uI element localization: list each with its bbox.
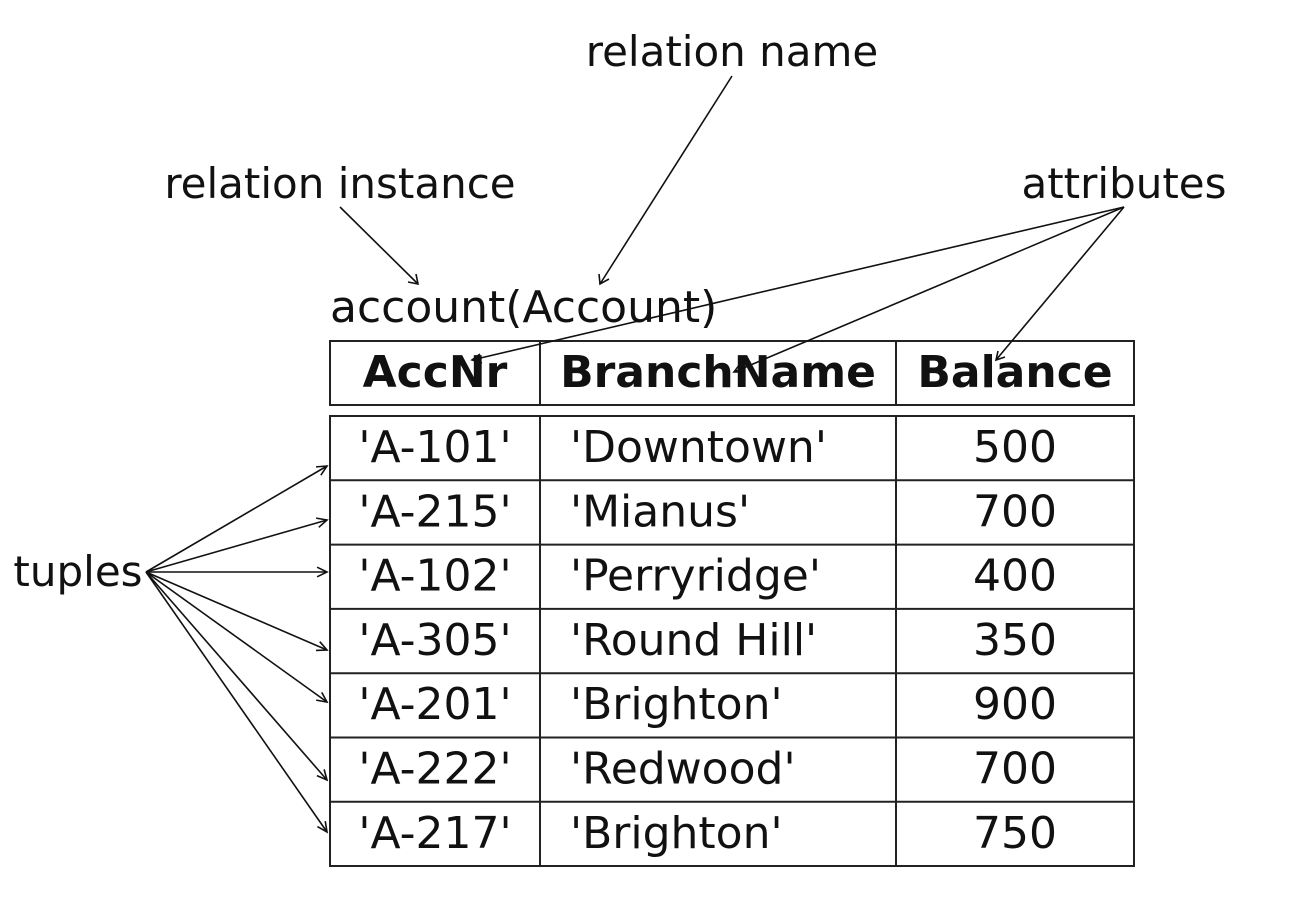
cell-branchname: 'Perryridge' — [570, 551, 821, 602]
attributes-arrowhead-accnr — [470, 353, 483, 364]
tuples-label: tuples — [13, 547, 142, 596]
table-header: AccNr BranchName Balance — [363, 347, 1113, 398]
cell-branchname: 'Redwood' — [570, 744, 796, 795]
cell-branchname: 'Downtown' — [570, 422, 827, 473]
attributes-arrow-balance — [995, 206, 1125, 361]
tuple-arrow — [145, 519, 328, 573]
table-row: 'A-222' 'Redwood' 700 — [358, 744, 1057, 795]
tuple-arrow — [145, 571, 328, 651]
table-row: 'A-201' 'Brighton' 900 — [358, 679, 1057, 730]
tuple-arrow — [145, 571, 328, 833]
cell-branchname: 'Round Hill' — [570, 615, 817, 666]
cell-branchname: 'Mianus' — [570, 486, 750, 537]
cell-balance: 400 — [973, 551, 1057, 602]
header-branchname: BranchName — [560, 347, 876, 398]
tuple-arrow — [145, 465, 328, 573]
relation-name-arrowhead — [598, 273, 610, 286]
cell-accnr: 'A-215' — [358, 486, 511, 537]
cell-balance: 900 — [973, 679, 1057, 730]
tuple-arrowhead — [316, 517, 329, 528]
body-grid — [329, 415, 1135, 867]
body-frame — [329, 415, 1135, 867]
tuple-arrowhead — [317, 821, 329, 834]
attributes-label: attributes — [1021, 159, 1226, 208]
relation-instance-arrow — [339, 206, 419, 285]
cell-branchname: 'Brighton' — [570, 808, 783, 859]
tuple-arrowhead — [316, 566, 329, 578]
relation-instance-arrowhead — [407, 273, 420, 286]
table-row: 'A-305' 'Round Hill' 350 — [358, 615, 1057, 666]
tuple-arrowhead — [315, 641, 329, 652]
table-row: 'A-102' 'Perryridge' 400 — [358, 551, 1057, 602]
tuple-arrowhead — [316, 769, 329, 782]
table-row: 'A-101' 'Downtown' 500 — [358, 422, 1057, 473]
header-balance: Balance — [917, 347, 1112, 398]
arrows — [145, 75, 1125, 834]
cell-balance: 700 — [973, 744, 1057, 795]
tuple-arrow — [145, 571, 328, 781]
row-separators — [330, 479, 1134, 803]
attributes-arrow-accnr — [471, 206, 1125, 361]
relation-instance-label: relation instance — [164, 159, 515, 208]
cell-accnr: 'A-201' — [358, 679, 511, 730]
cell-accnr: 'A-101' — [358, 422, 511, 473]
header-accnr: AccNr — [363, 347, 508, 398]
tuple-arrowhead — [316, 691, 329, 704]
tuple-arrows — [145, 465, 329, 834]
relation-name-label: relation name — [586, 27, 879, 76]
attributes-arrowhead-balance — [994, 350, 1006, 362]
relation-caption: account(Account) — [330, 282, 717, 333]
table-row: 'A-215' 'Mianus' 700 — [358, 486, 1057, 537]
header-grid — [329, 340, 1135, 406]
relation-name-arrow — [599, 75, 733, 285]
cell-accnr: 'A-305' — [358, 615, 511, 666]
cell-accnr: 'A-222' — [358, 744, 511, 795]
cell-accnr: 'A-217' — [358, 808, 511, 859]
table-body: 'A-101''Downtown'500'A-215''Mianus'700'A… — [358, 422, 1057, 859]
cell-balance: 700 — [973, 486, 1057, 537]
cell-balance: 350 — [973, 615, 1057, 666]
cell-accnr: 'A-102' — [358, 551, 511, 602]
tuple-arrowhead — [315, 465, 329, 476]
cell-balance: 750 — [973, 808, 1057, 859]
cell-balance: 500 — [973, 422, 1057, 473]
attributes-arrowhead-branchname — [732, 363, 744, 373]
tuple-arrow — [145, 571, 328, 703]
header-frame — [329, 340, 1135, 406]
table-row: 'A-217' 'Brighton' 750 — [358, 808, 1057, 859]
cell-branchname: 'Brighton' — [570, 679, 783, 730]
attributes-arrow-branchname — [733, 206, 1125, 373]
